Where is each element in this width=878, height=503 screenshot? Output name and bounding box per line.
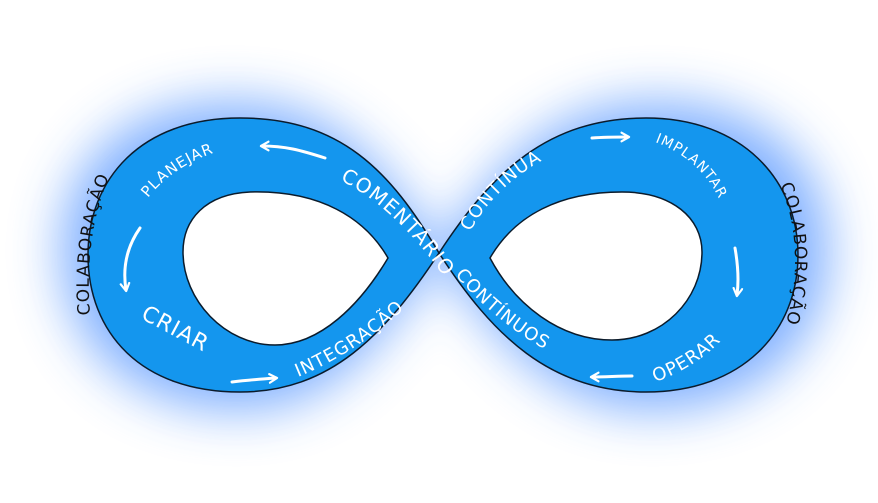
arrow-right-icon xyxy=(230,373,279,384)
arrow-down-icon xyxy=(732,246,744,298)
arrow-left-icon xyxy=(589,371,634,383)
right-loop-hole xyxy=(489,191,703,341)
left-loop-hole xyxy=(182,191,389,346)
infinity-band xyxy=(87,117,799,393)
arrows xyxy=(119,131,744,384)
arrow-down-icon xyxy=(119,226,142,293)
arrow-left-icon xyxy=(259,140,327,160)
arrow-right-icon xyxy=(590,131,631,143)
